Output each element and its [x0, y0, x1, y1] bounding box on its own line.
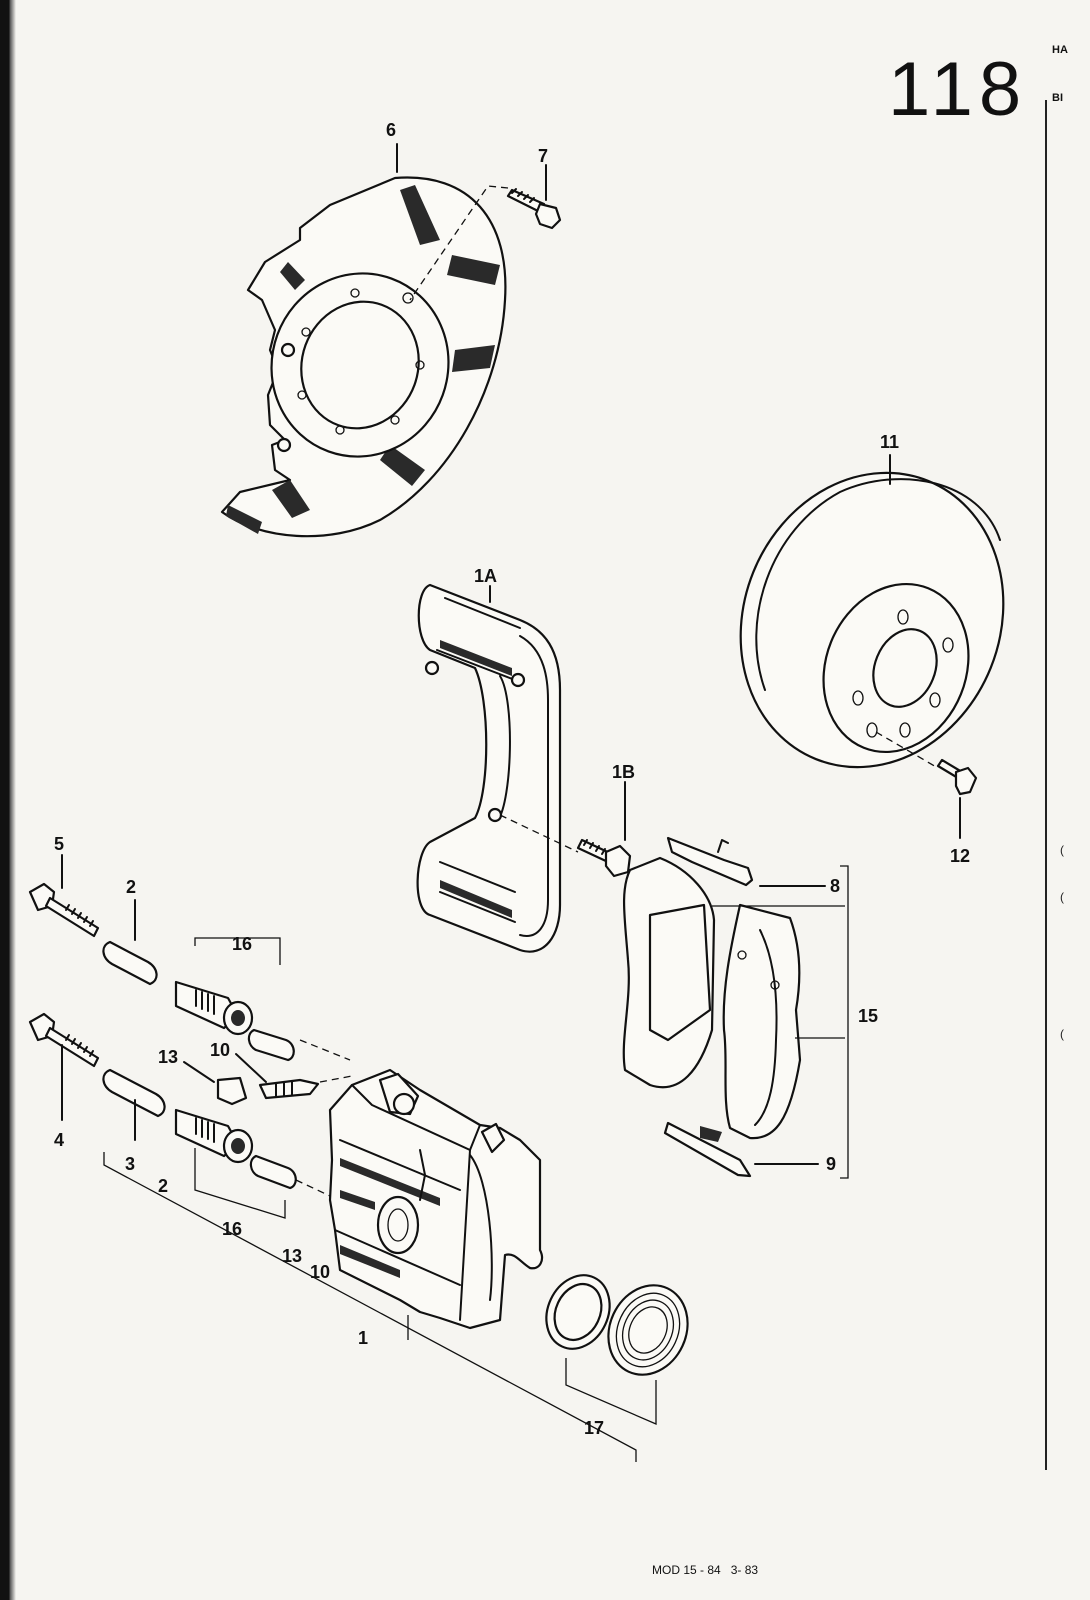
callout-10-bottom: 10	[310, 1262, 330, 1282]
margin-mark-2: (	[1060, 890, 1064, 904]
callout-12: 12	[950, 846, 970, 866]
guide-sleeve-part-2: 2	[102, 877, 158, 986]
brake-pad-set-part-15: 8 9 15	[622, 836, 878, 1179]
footer-date: 3- 83	[730, 1563, 759, 1577]
margin-mark-1: (	[1060, 843, 1064, 857]
callout-1a: 1A	[474, 566, 497, 586]
callout-13-top: 13	[158, 1047, 178, 1067]
callout-15: 15	[858, 1006, 878, 1026]
bushing-lower-part-16: 16	[174, 1108, 331, 1239]
callout-13-bottom: 13	[282, 1246, 302, 1266]
callout-4: 4	[54, 1130, 64, 1150]
shield-bolt-part-7: 7	[409, 146, 562, 301]
callout-10-top: 10	[210, 1040, 230, 1060]
callout-1b: 1B	[612, 762, 635, 782]
brake-disc-part-11: 11	[739, 432, 1005, 769]
callout-16-top: 16	[232, 934, 252, 954]
right-column-rule	[1045, 100, 1047, 1470]
scan-left-edge	[0, 0, 16, 1600]
splash-shield-part-6: 6	[220, 120, 507, 538]
callout-1: 1	[358, 1328, 368, 1348]
callout-6: 6	[386, 120, 396, 140]
guide-bolt-part-4: 4	[28, 1012, 100, 1150]
guide-sleeve-part-3: 3	[102, 1068, 166, 1174]
guide-bolt-part-5: 5	[28, 834, 100, 938]
carrier-bolt-part-1b: 1B	[499, 762, 635, 878]
caliper-housing-part-1: 1 2 13 10	[103, 1068, 637, 1462]
piston-seal-kit-part-17: 17	[545, 1274, 689, 1438]
callout-11: 11	[880, 432, 899, 452]
callout-17: 17	[584, 1418, 604, 1438]
callout-7: 7	[538, 146, 548, 166]
margin-mark-3: (	[1060, 1027, 1064, 1041]
callout-2-top: 2	[126, 877, 136, 897]
header-subtitle-fragment: BI	[1052, 92, 1063, 104]
bleed-valve-part-10: 10	[210, 1039, 353, 1100]
callout-16-bottom: 16	[222, 1219, 242, 1239]
bleed-cap-part-13: 13	[158, 1047, 248, 1106]
footer-form: MOD 15 - 84	[652, 1563, 721, 1577]
callout-9: 9	[826, 1154, 836, 1174]
page-number: 118	[888, 47, 1028, 132]
disc-screw-part-12: 12	[875, 731, 978, 866]
callout-3: 3	[125, 1154, 135, 1174]
footer-form-number: MOD 15 - 84 3- 83	[652, 1563, 758, 1577]
callout-5: 5	[54, 834, 64, 854]
callout-2-bottom: 2	[158, 1176, 168, 1196]
callout-8: 8	[830, 876, 840, 896]
caliper-carrier-part-1a: 1A	[416, 566, 562, 953]
header-title-fragment: HA	[1052, 44, 1068, 56]
bushing-upper-part-16: 16	[174, 934, 295, 1062]
